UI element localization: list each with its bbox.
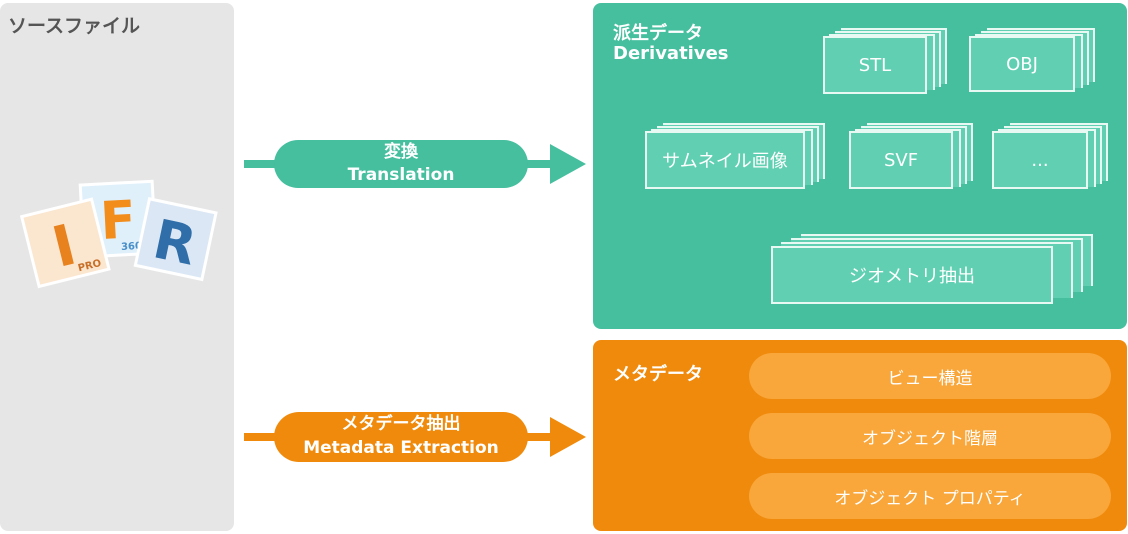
revit-icon: R bbox=[133, 197, 218, 282]
source-files-title: ソースファイル bbox=[8, 15, 141, 37]
metadata-label-en: Metadata Extraction bbox=[303, 438, 499, 458]
metadata-view-structure: ビュー構造 bbox=[749, 353, 1111, 399]
metadata-panel: メタデータ ビュー構造 オブジェクト階層 オブジェクト プロパティ bbox=[593, 340, 1127, 531]
translation-arrow: 変換 Translation bbox=[240, 138, 590, 190]
source-files-panel: ソースファイル F 360 I PRO R bbox=[0, 3, 234, 531]
derivatives-panel: 派生データ Derivatives STL OBJ サムネイル画像 SVF ..… bbox=[593, 3, 1127, 329]
metadata-extraction-arrow: メタデータ抽出 Metadata Extraction bbox=[240, 410, 590, 464]
metadata-title: メタデータ bbox=[613, 364, 703, 385]
app-icons-group: F 360 I PRO R bbox=[19, 178, 220, 302]
svg-text:F: F bbox=[99, 190, 138, 252]
metadata-label-jp: メタデータ抽出 bbox=[341, 414, 461, 434]
derivatives-title-jp: 派生データ bbox=[613, 23, 703, 44]
translation-label-jp: 変換 bbox=[384, 142, 418, 162]
derivatives-title-en: Derivatives bbox=[613, 43, 729, 64]
translation-label-en: Translation bbox=[347, 165, 455, 185]
metadata-object-hierarchy: オブジェクト階層 bbox=[749, 413, 1111, 459]
metadata-object-properties: オブジェクト プロパティ bbox=[749, 473, 1111, 519]
inventor-pro-icon: I PRO bbox=[19, 197, 111, 289]
svg-text:360: 360 bbox=[121, 241, 142, 253]
